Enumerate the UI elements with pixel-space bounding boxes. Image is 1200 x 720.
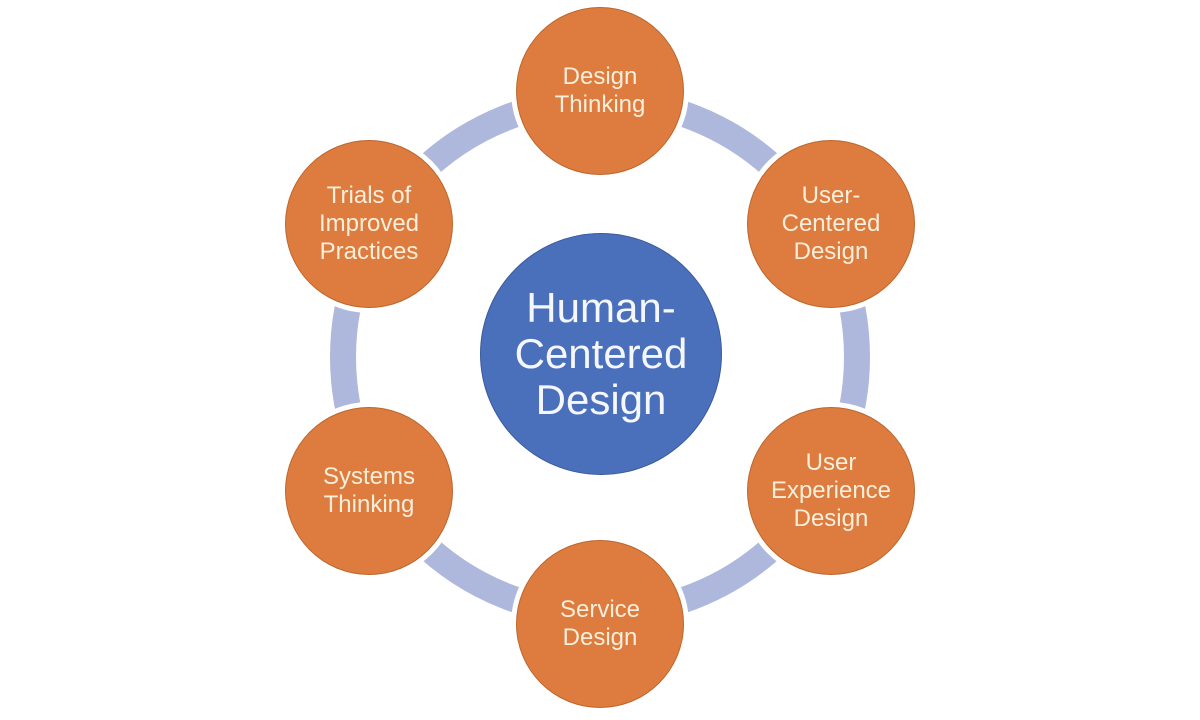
node-systems-thinking-label: Systems Thinking bbox=[322, 463, 415, 518]
node-design-thinking: Design Thinking bbox=[516, 7, 684, 175]
node-service-design: Service Design bbox=[516, 540, 684, 708]
node-trials-of-improved-practices: Trials of Improved Practices bbox=[285, 140, 453, 308]
node-trials-of-improved-practices-label: Trials of Improved Practices bbox=[318, 182, 420, 265]
node-service-design-label: Service Design bbox=[559, 596, 641, 651]
node-user-centered-design-label: User- Centered Design bbox=[781, 182, 881, 265]
node-design-thinking-label: Design Thinking bbox=[554, 63, 646, 118]
node-user-experience-design: User Experience Design bbox=[747, 407, 915, 575]
node-human-centered-design-label: Human- Centered Design bbox=[514, 284, 688, 423]
node-user-centered-design: User- Centered Design bbox=[747, 140, 915, 308]
node-systems-thinking: Systems Thinking bbox=[285, 407, 453, 575]
node-user-experience-design-label: User Experience Design bbox=[770, 449, 892, 532]
node-human-centered-design: Human- Centered Design bbox=[480, 233, 722, 475]
